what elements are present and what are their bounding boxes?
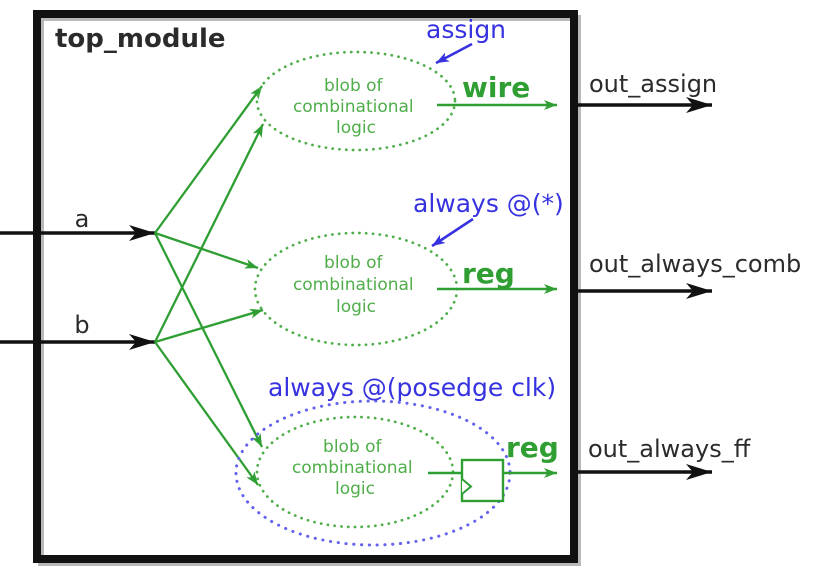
net-b-to-blob1-arrow bbox=[153, 123, 265, 343]
blob1-label-line1: blob of bbox=[324, 76, 384, 96]
net-a-to-blob2-arrow bbox=[154, 231, 259, 270]
dff-box bbox=[460, 458, 505, 503]
blob2-label-line1: blob of bbox=[324, 253, 384, 273]
blob3-label-line1: blob of bbox=[323, 437, 383, 457]
construct-label-always-comb: always @(*) bbox=[413, 189, 564, 218]
construct-label-always-ff: always @(posedge clk) bbox=[268, 373, 556, 402]
module-box bbox=[33, 10, 578, 563]
blob3-label-line3: logic bbox=[335, 479, 375, 499]
net-a-to-blob3-arrow bbox=[153, 232, 264, 448]
output-label-out-always-comb: out_always_comb bbox=[589, 250, 801, 278]
net-b-to-blob2-arrow bbox=[154, 308, 264, 344]
construct-label-assign: assign bbox=[426, 15, 506, 44]
signal-label-wire: wire bbox=[462, 71, 530, 104]
net-b-to-blob3-arrow bbox=[154, 341, 259, 486]
signal-label-reg-comb: reg bbox=[462, 257, 515, 290]
blob1-ellipse bbox=[255, 50, 457, 152]
signal-label-reg-ff: reg bbox=[506, 431, 559, 464]
output-label-out-assign: out_assign bbox=[589, 70, 717, 98]
blob1-label-line3: logic bbox=[336, 118, 376, 138]
blob1-label: blob of combinational logic bbox=[293, 76, 419, 138]
construct-pointer-assign-arrow bbox=[435, 42, 473, 65]
input-label-a: a bbox=[75, 205, 90, 233]
blob2-label-line2: combinational bbox=[293, 275, 414, 295]
output-label-out-always-ff: out_always_ff bbox=[588, 435, 751, 463]
blob2-label: blob of combinational logic bbox=[293, 253, 419, 317]
blob3-label: blob of combinational logic bbox=[292, 437, 418, 499]
module-title: top_module bbox=[55, 24, 226, 54]
blob1-label-line2: combinational bbox=[293, 97, 414, 117]
clock-edge-icon bbox=[461, 478, 473, 495]
blob3-label-line2: combinational bbox=[292, 458, 413, 478]
construct-pointer-always-comb-arrow bbox=[431, 217, 474, 248]
net-a-to-blob1-arrow bbox=[154, 85, 263, 234]
input-label-b: b bbox=[74, 311, 89, 339]
blob2-label-line3: logic bbox=[336, 297, 376, 317]
